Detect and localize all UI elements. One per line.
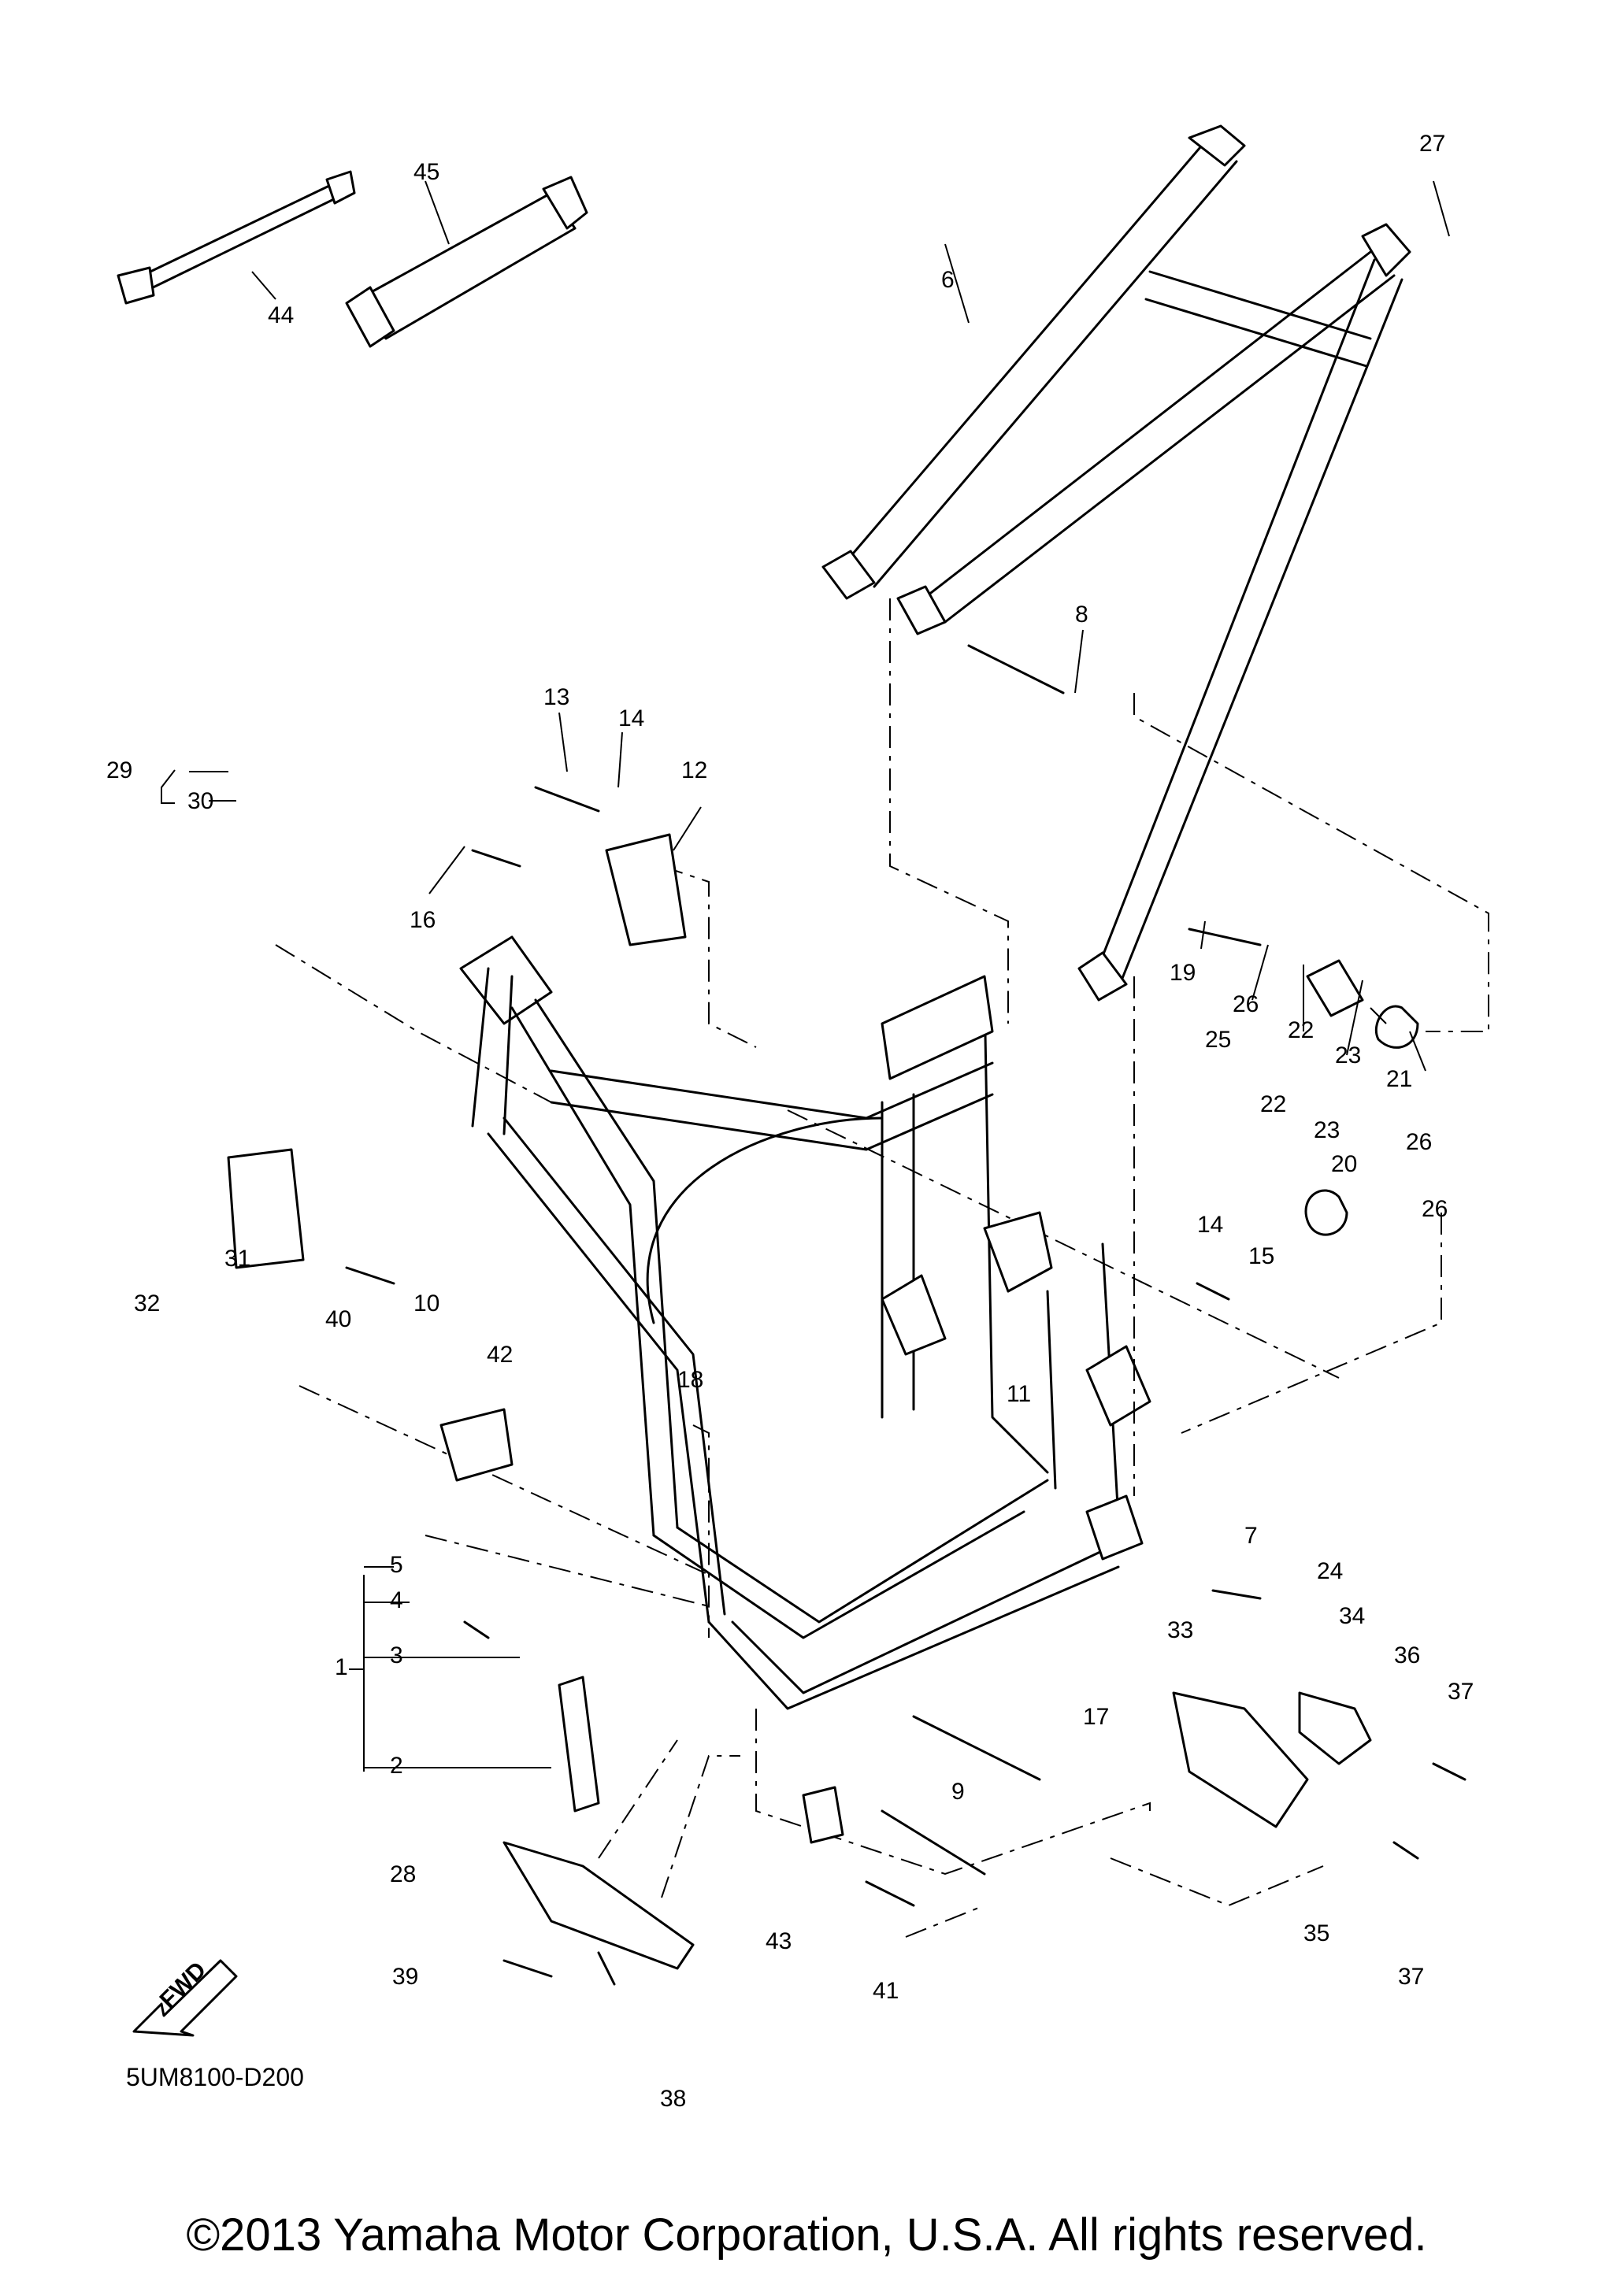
callout-29: 29 bbox=[106, 757, 132, 783]
leader-lines bbox=[275, 598, 1489, 1938]
callout-27: 27 bbox=[1419, 131, 1445, 157]
callout-44: 44 bbox=[268, 302, 294, 328]
copyright-notice: ©2013 Yamaha Motor Corporation, U.S.A. A… bbox=[186, 2209, 1427, 2261]
callout-14-b: 14 bbox=[1197, 1212, 1223, 1238]
callout-14: 14 bbox=[618, 705, 644, 731]
callout-18: 18 bbox=[677, 1367, 703, 1393]
callout-31: 31 bbox=[224, 1246, 250, 1272]
callout-45: 45 bbox=[413, 159, 439, 185]
fwd-arrow-icon: FWD bbox=[132, 1957, 238, 2037]
callout-33: 33 bbox=[1167, 1617, 1193, 1643]
callout-41: 41 bbox=[873, 1978, 899, 2004]
small-parts bbox=[227, 833, 1419, 1970]
callout-26-c: 26 bbox=[1422, 1196, 1448, 1222]
callout-40: 40 bbox=[325, 1306, 351, 1332]
callout-26-b: 26 bbox=[1406, 1129, 1432, 1155]
callout-labels: 1 2 3 4 5 6 7 8 9 10 11 12 13 14 14 15 1… bbox=[106, 131, 1474, 2112]
callout-36: 36 bbox=[1394, 1642, 1420, 1668]
callout-19: 19 bbox=[1170, 960, 1196, 986]
socket-wrench-tool bbox=[345, 176, 588, 348]
callout-43: 43 bbox=[766, 1928, 792, 1954]
callout-6: 6 bbox=[941, 267, 955, 293]
callout-26: 26 bbox=[1233, 991, 1259, 1017]
callout-21: 21 bbox=[1386, 1066, 1412, 1092]
callout-24: 24 bbox=[1317, 1558, 1343, 1584]
callout-23: 23 bbox=[1335, 1042, 1361, 1068]
spanner-tool bbox=[117, 170, 356, 305]
callout-20: 20 bbox=[1331, 1151, 1357, 1177]
callout-35: 35 bbox=[1303, 1920, 1329, 1946]
callout-34: 34 bbox=[1339, 1603, 1365, 1629]
callout-23-b: 23 bbox=[1314, 1117, 1340, 1143]
drawing-code: 5UM8100-D200 bbox=[126, 2063, 304, 2091]
callout-22-b: 22 bbox=[1260, 1091, 1286, 1117]
callout-32: 32 bbox=[134, 1291, 160, 1316]
callout-12: 12 bbox=[681, 757, 707, 783]
callout-5: 5 bbox=[390, 1552, 403, 1578]
main-frame bbox=[459, 935, 1151, 1710]
callout-11: 11 bbox=[1007, 1381, 1031, 1407]
callout-37-b: 37 bbox=[1398, 1964, 1424, 1990]
callout-25: 25 bbox=[1205, 1027, 1231, 1053]
callout-42: 42 bbox=[487, 1342, 513, 1368]
callout-37: 37 bbox=[1448, 1679, 1474, 1705]
callout-4: 4 bbox=[390, 1587, 403, 1613]
bolts bbox=[345, 644, 1467, 1986]
callout-2: 2 bbox=[390, 1753, 403, 1779]
callout-38: 38 bbox=[660, 2086, 686, 2112]
callout-15: 15 bbox=[1248, 1243, 1274, 1269]
callout-39: 39 bbox=[392, 1964, 418, 1990]
callout-13: 13 bbox=[543, 684, 569, 710]
callout-leaders bbox=[161, 180, 1450, 1772]
callout-17: 17 bbox=[1083, 1704, 1109, 1730]
callout-10: 10 bbox=[413, 1291, 439, 1316]
callout-30: 30 bbox=[187, 788, 213, 814]
callout-16: 16 bbox=[410, 907, 436, 933]
callout-3: 3 bbox=[390, 1642, 403, 1668]
callout-7: 7 bbox=[1244, 1523, 1258, 1549]
callout-8: 8 bbox=[1075, 602, 1088, 628]
callout-1: 1 bbox=[335, 1654, 348, 1680]
callout-28: 28 bbox=[390, 1861, 416, 1887]
rear-subframe bbox=[821, 124, 1411, 1002]
callout-22: 22 bbox=[1288, 1017, 1314, 1043]
callout-9: 9 bbox=[951, 1779, 965, 1805]
